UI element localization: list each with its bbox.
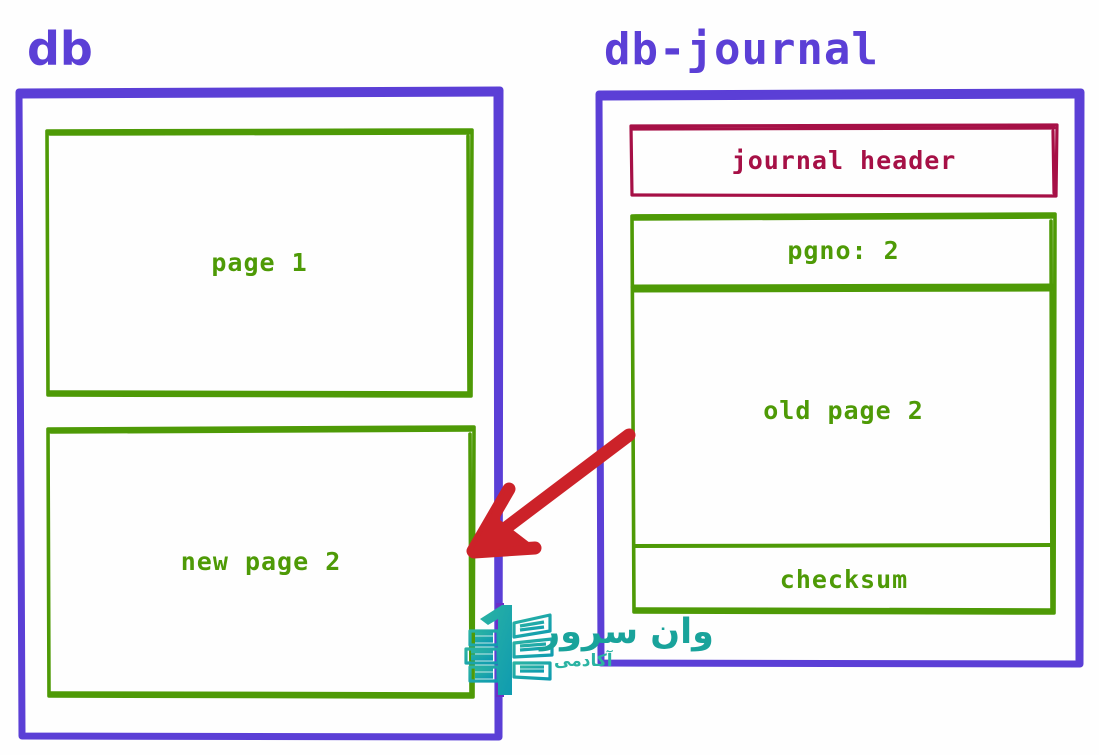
page-1-box: [45, 128, 474, 398]
journal-header-box: [629, 123, 1059, 198]
watermark-brand: وان سرور: [540, 612, 715, 652]
journal-file-border: [595, 88, 1085, 668]
checksum-divider: [632, 543, 1054, 548]
db-file-border: [15, 86, 504, 741]
pgno-divider: [630, 283, 1055, 293]
watermark: وان سرور آکادمی: [462, 601, 715, 699]
one-server-logo-icon: [464, 603, 554, 697]
rollback-arrow-head: [470, 487, 530, 556]
watermark-sub: آکادمی: [554, 651, 613, 671]
journal-record-box: [630, 212, 1057, 615]
new-page-2-box: [46, 425, 476, 699]
